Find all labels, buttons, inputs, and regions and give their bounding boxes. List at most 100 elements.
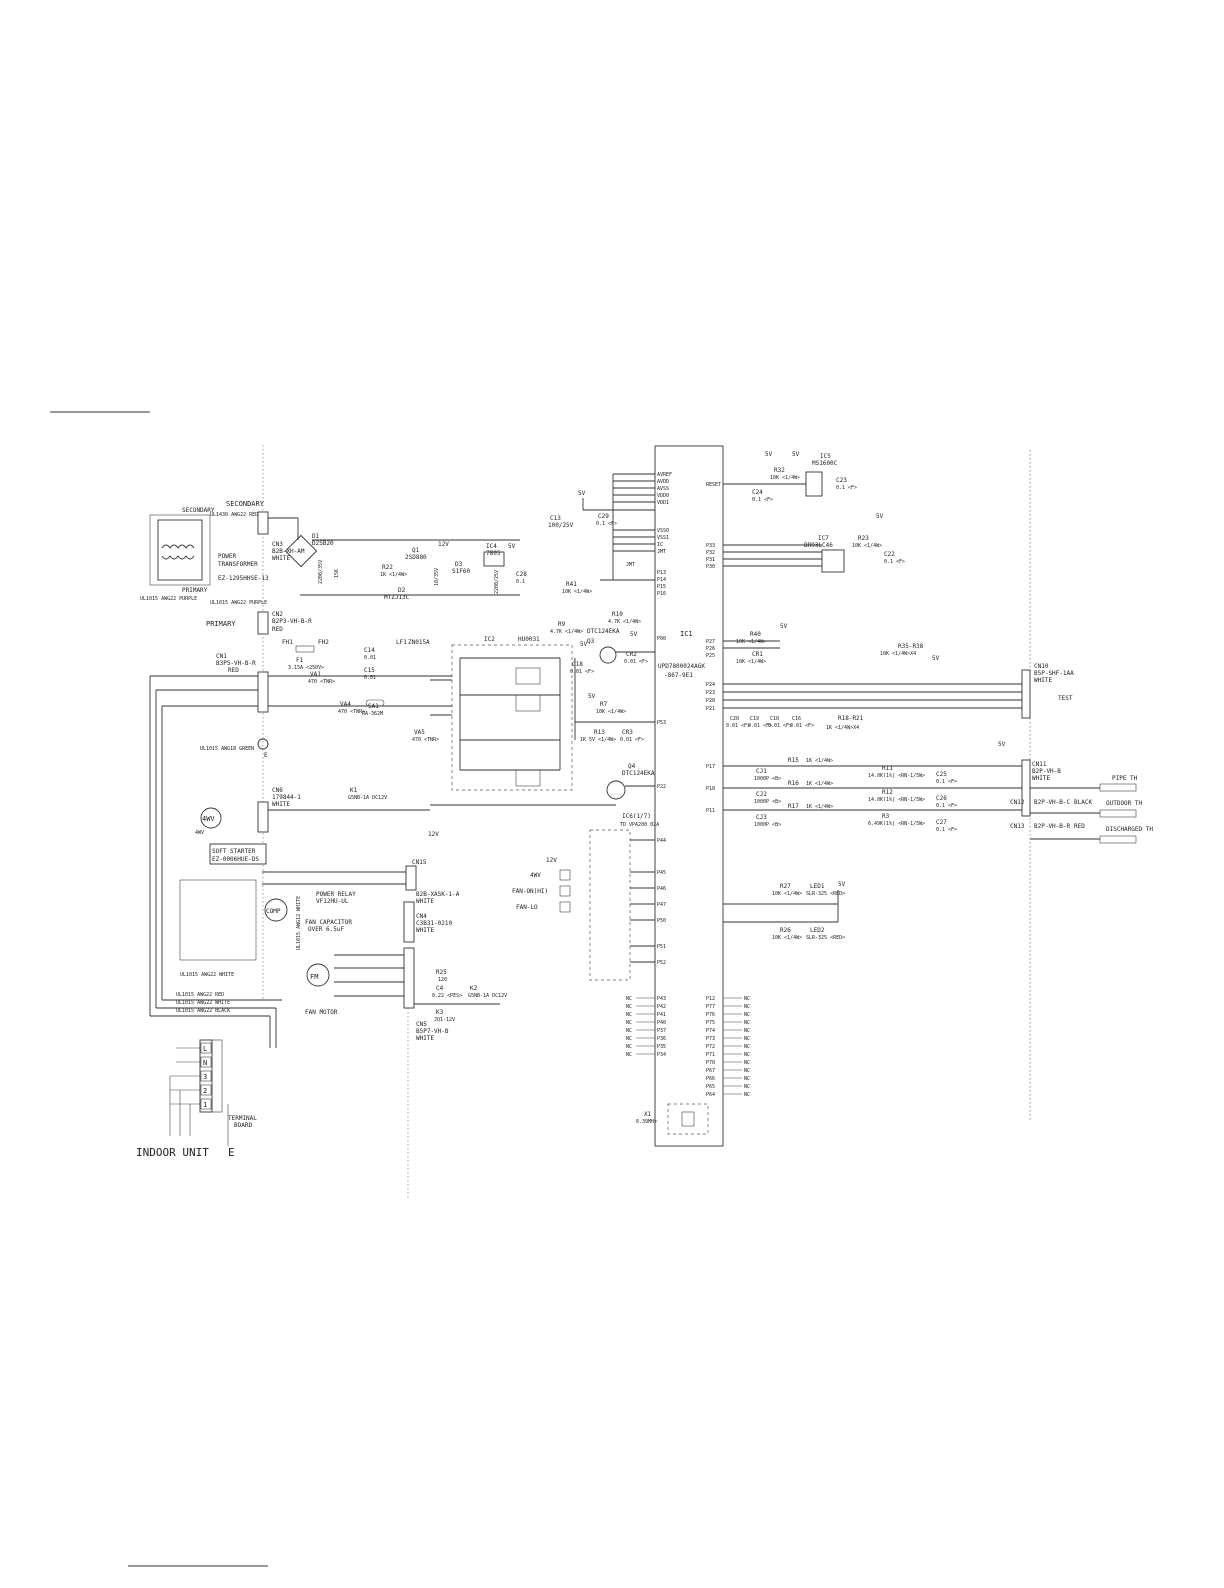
cn5-part: B5P7-VH-B (416, 1028, 449, 1035)
soft-starter-part: EZ-0006HUE-DS (212, 856, 259, 863)
d1-val: D2SB20 (312, 540, 334, 547)
k2-val: G5NB-1A DC12V (468, 993, 507, 999)
wire-green: UL1015 AWG18 GREEN (200, 746, 254, 752)
ic7-part: BR93LC46 (804, 542, 833, 549)
r16-val: 1K <1/4W> (806, 781, 833, 787)
ic1-pin-p40: P40 (657, 1020, 666, 1026)
cn10-test-network: R35-R38 10K <1/4W>X4 5V R18-R21 1K <1/4W… (723, 643, 1074, 731)
f1-val: 3.15A <250V> (288, 665, 324, 671)
four-way-tag: 4WV (195, 830, 204, 836)
r17-ref: R17 (788, 803, 799, 810)
compressor-symbol: COMP (266, 908, 281, 915)
ic1-pin-p65: P65 (706, 1084, 715, 1090)
r11-val: 14.0K(1%) <RN-1/5W> (868, 773, 925, 779)
nc-label: NC (744, 1052, 750, 1058)
c24-ref: C24 (752, 489, 763, 496)
k1-val: G5NB-1A DC12V (348, 795, 387, 801)
q3-ref: Q3 (587, 638, 595, 645)
terminal-cell (200, 1098, 212, 1110)
cn6-ref: CN6 (272, 787, 283, 794)
ic1-pin-p44: P44 (657, 838, 666, 844)
cn1-color: RED (228, 667, 239, 674)
r9-val: 4.7K <1/4W> (550, 629, 583, 635)
wire-black-main: UL1015 AWG22 BLACK (176, 1008, 230, 1014)
terminal-cell (200, 1042, 212, 1054)
c23-val: 0.1 <F> (836, 485, 857, 491)
r15-ref: R15 (788, 757, 799, 764)
terminal-title2: BOARD (234, 1122, 252, 1129)
cn4-part: C3B31-0210 (416, 920, 453, 927)
d3-val: S1F60 (452, 568, 470, 575)
v5-label-i: 5V (780, 623, 788, 630)
led2-ref: LED2 (810, 927, 825, 934)
r7-ref: R7 (600, 701, 608, 708)
va1-val: 470 <TNR> (308, 679, 335, 685)
terminal-n: N (203, 1059, 207, 1067)
v5-label-d: 5V (588, 693, 596, 700)
ic1-pin-p31: P31 (706, 557, 715, 563)
cr1-val: 10K <1/4W> (736, 659, 766, 665)
v12-label-a: 12V (438, 541, 449, 548)
c14-val: 0.01 (364, 655, 376, 661)
led1-ref: LED1 (810, 883, 825, 890)
va4-val: 470 <TNR> (338, 709, 365, 715)
nc-label: NC (626, 1020, 632, 1026)
ic6-ref: IC6(1/7) (622, 813, 651, 820)
cn15-ref: CN15 (412, 859, 427, 866)
c20-ref: C20 (730, 716, 739, 722)
sa1-ref: SA1 (368, 703, 379, 710)
soft-starter-block: SOFT STARTER EZ-0006HUE-DS COMP POWER RE… (179, 843, 460, 978)
r9-ref: R9 (558, 621, 566, 628)
k1-ref: K1 (350, 787, 358, 794)
mains-wiring: UL1015 AWG22 RED UL1015 AWG22 WHITE UL10… (149, 675, 302, 1048)
c25-ref: C25 (936, 771, 947, 778)
ic1-left-pins: AVREFAVDDAVSSVDD0VDD1VSS0VSS1ICJMTP13P14… (657, 472, 672, 1058)
ic1-pin-p16: P16 (657, 591, 666, 597)
ic1-pin-jmt: JMT (657, 549, 666, 555)
r13-val: 1K 5V <1/4W> (580, 737, 616, 743)
ic1-pin-reset: RESET (706, 482, 721, 488)
r23-ref: R23 (858, 535, 869, 542)
ic1-pin-p14: P14 (657, 577, 666, 583)
ic1-right-pins: RESETP33P32P31P30P27P26P25P24P23P20P21P1… (706, 482, 721, 1098)
ic1-pin-p36: P36 (657, 1036, 666, 1042)
fh2-ref: FH2 (318, 639, 329, 646)
cn3-part: B2B-XH-AM (272, 548, 305, 555)
c27-ref: C27 (936, 819, 947, 826)
c24-val: 0.1 <F> (752, 497, 773, 503)
c4-ref: C4 (436, 985, 444, 992)
d2-val: MTZJ13C (384, 594, 410, 601)
r16-ref: R16 (788, 780, 799, 787)
cn2-ref: CN2 (272, 611, 283, 618)
wire-purple: UL1015 AWG22 PURPLE (210, 600, 267, 606)
v5-label-h: 5V (876, 513, 884, 520)
r27-val: 10K <1/4W> (772, 891, 802, 897)
cj1-val: 1000P <B> (754, 776, 781, 782)
power-relay-part: VF12HU-UL (316, 898, 349, 905)
ic5-part: MS1600C (812, 460, 838, 467)
cn10-color: WHITE (1034, 677, 1052, 684)
cj2-val: 1000P <B> (754, 799, 781, 805)
r1-val: 15K (334, 569, 340, 578)
fh1-ref: FH1 (282, 639, 293, 646)
ic1-pin-p23: P23 (706, 690, 715, 696)
v5-label-e: 5V (508, 543, 516, 550)
ic4-part: 7805 (486, 550, 501, 557)
fan-capacitor-part: OVER 6.5uF (308, 926, 345, 933)
r12-ref: R12 (882, 789, 893, 796)
ic1-pin-vdd1: VDD1 (657, 500, 669, 506)
secondary-heading: SECONDARY (226, 500, 265, 508)
r22-val: 1K <1/4W> (380, 572, 407, 578)
ic1-pin-p73: P73 (706, 1036, 715, 1042)
transformer-part: EZ-1295HHSE-13 (218, 575, 269, 582)
wire-red-secondary: UL1430 AWG22 RED (210, 512, 258, 518)
c8-val: 2200/25V (494, 570, 500, 594)
q1-ref: Q1 (412, 547, 420, 554)
cn15-part: B2B-XASK-1-A (416, 891, 460, 898)
ic1-pin-p20: P20 (706, 698, 715, 704)
ic1-pin-p22: P22 (657, 784, 666, 790)
d1-ref: D1 (312, 533, 320, 540)
cn1-part: B3P5-VH-B-R (216, 660, 256, 667)
